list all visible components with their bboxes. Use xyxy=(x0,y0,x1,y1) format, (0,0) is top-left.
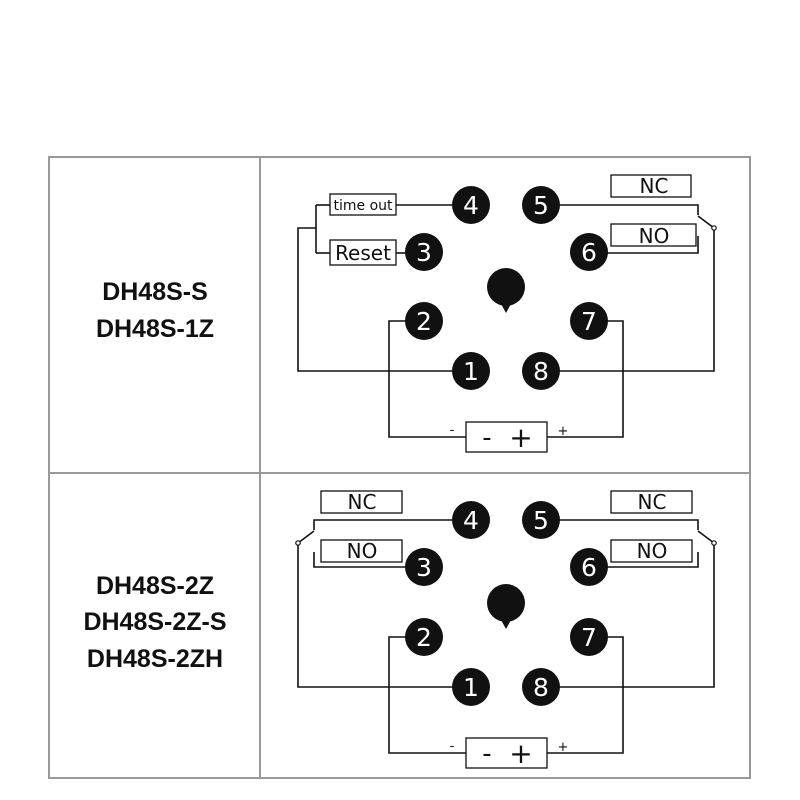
pin-6 xyxy=(570,548,608,586)
power-supply-box xyxy=(465,737,548,769)
model-name: DH48S-2Z xyxy=(96,572,214,600)
pin-3 xyxy=(405,548,443,586)
no-label: NO xyxy=(637,539,668,563)
no-box xyxy=(320,539,403,563)
switch-pivot xyxy=(295,540,301,546)
socket-key-notch xyxy=(500,618,512,629)
no-box xyxy=(610,223,697,247)
wire-pin1-common xyxy=(297,545,455,688)
model-name: DH48S-1Z xyxy=(96,315,214,343)
pin-number: 2 xyxy=(416,307,432,336)
model-name: DH48S-2ZH xyxy=(87,645,223,673)
socket-key-notch xyxy=(500,302,512,313)
wire-pin8-common xyxy=(557,545,715,688)
switch-pivot xyxy=(711,225,717,231)
wire-pin3-no xyxy=(313,552,410,568)
pin-number: 1 xyxy=(463,673,479,702)
switch-pivot xyxy=(711,540,717,546)
pin-8 xyxy=(522,352,560,390)
wire-pin8-common xyxy=(557,230,715,372)
pin-number: 7 xyxy=(581,623,597,652)
pin-8 xyxy=(522,668,560,706)
wire-supply-plus xyxy=(547,320,624,438)
socket-key xyxy=(487,584,525,622)
pin-number: 7 xyxy=(581,307,597,336)
row-2: DH48S-2Z DH48S-2Z-S DH48S-2ZH NC NO xyxy=(83,490,717,770)
power-supply-box xyxy=(465,421,548,453)
nc-box xyxy=(320,490,403,514)
time-out-box xyxy=(329,193,397,216)
pin-2 xyxy=(405,302,443,340)
wire-supply-minus xyxy=(388,320,466,438)
model-name: DH48S-S xyxy=(102,278,208,306)
wire-pin5-nc xyxy=(556,204,699,215)
pin-number: 4 xyxy=(463,191,479,220)
pin-number: 3 xyxy=(416,238,432,267)
relay-socket: 4 5 3 6 2 7 1 8 xyxy=(405,501,608,706)
supply-minus-terminal: - xyxy=(450,739,455,754)
pin-7 xyxy=(570,618,608,656)
supply-plus-sign: + xyxy=(509,737,532,770)
socket-key xyxy=(487,268,525,306)
pin-2 xyxy=(405,618,443,656)
nc-label: NC xyxy=(348,490,377,514)
pin-3 xyxy=(405,233,443,271)
pin-number: 3 xyxy=(416,553,432,582)
pin-number: 5 xyxy=(533,191,549,220)
wire-supply-plus xyxy=(547,636,624,754)
row-1-labels: time out Reset NC NO - + - + xyxy=(329,174,697,454)
pin-number: 1 xyxy=(463,357,479,386)
nc-box xyxy=(610,174,692,198)
supply-minus-sign: - xyxy=(482,423,491,453)
wire-pin6-no xyxy=(604,236,699,254)
wire-supply-minus xyxy=(388,636,466,754)
pin-number: 6 xyxy=(581,553,597,582)
nc-box xyxy=(610,490,693,514)
row-1: DH48S-S DH48S-1Z time out Reset xyxy=(96,174,717,454)
row-2-wiring xyxy=(295,519,717,754)
pin-number: 4 xyxy=(463,506,479,535)
reset-box xyxy=(329,239,397,266)
pin-6 xyxy=(570,233,608,271)
row-2-labels: NC NO NC NO - + - + xyxy=(320,490,693,770)
no-label: NO xyxy=(639,224,670,248)
wire-pin6-no xyxy=(604,552,699,568)
pin-number: 6 xyxy=(581,238,597,267)
supply-plus-terminal: + xyxy=(558,424,569,439)
pin-number: 5 xyxy=(533,506,549,535)
no-box xyxy=(610,539,693,563)
reset-label: Reset xyxy=(335,241,391,265)
switch-arm xyxy=(297,530,315,544)
nc-label: NC xyxy=(638,490,667,514)
pin-1 xyxy=(452,352,490,390)
switch-arm xyxy=(697,215,715,229)
table-grid xyxy=(48,156,751,779)
wire-pin1-common xyxy=(297,227,455,372)
pin-number: 2 xyxy=(416,623,432,652)
pin-5 xyxy=(522,501,560,539)
pin-5 xyxy=(522,186,560,224)
switch-arm xyxy=(697,530,715,544)
model-name: DH48S-2Z-S xyxy=(83,608,226,636)
wire-pin4-nc xyxy=(313,519,456,530)
row-1-wiring xyxy=(297,204,717,438)
no-label: NO xyxy=(347,539,378,563)
pin-4 xyxy=(452,501,490,539)
supply-minus-sign: - xyxy=(482,739,491,769)
table-border xyxy=(48,156,751,779)
pin-number: 8 xyxy=(533,357,549,386)
supply-plus-sign: + xyxy=(509,421,532,454)
relay-socket: 4 5 3 6 2 7 1 8 xyxy=(405,186,608,390)
pin-number: 8 xyxy=(533,673,549,702)
pin-1 xyxy=(452,668,490,706)
time-out-label: time out xyxy=(333,198,393,214)
wire-pin5-nc xyxy=(556,519,699,530)
pin-7 xyxy=(570,302,608,340)
supply-minus-terminal: - xyxy=(450,423,455,438)
nc-label: NC xyxy=(640,174,669,198)
supply-plus-terminal: + xyxy=(558,740,569,755)
pin-4 xyxy=(452,186,490,224)
